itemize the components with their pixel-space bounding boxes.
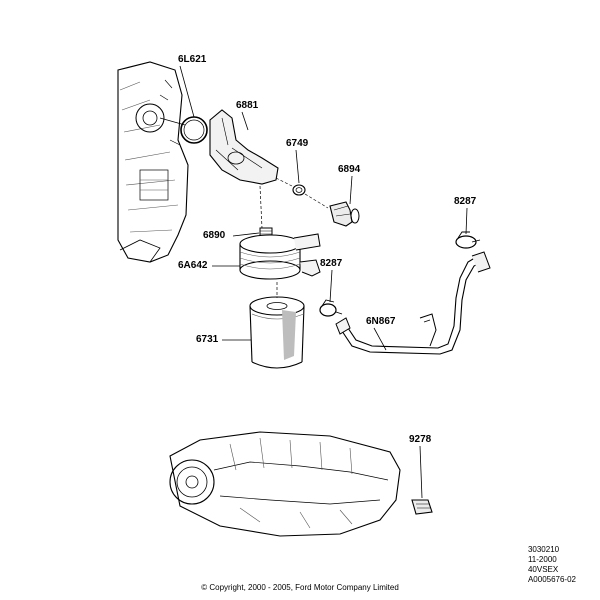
callout-6N867: 6N867	[366, 316, 396, 327]
doc-code: 3030210	[527, 545, 560, 554]
oil-filter-6731	[222, 282, 305, 369]
callout-9278: 9278	[409, 434, 432, 445]
engine-block-upper	[117, 61, 189, 263]
callout-6731: 6731	[196, 334, 219, 345]
hose-clamp-8287-upper	[455, 207, 481, 249]
callout-6890: 6890	[203, 230, 226, 241]
hose-clamp-8287-lower	[319, 269, 343, 317]
callout-6749: 6749	[286, 138, 309, 149]
callout-6A642: 6A642	[178, 260, 208, 271]
engine-block-lower	[169, 431, 401, 537]
oil-pressure-sensor-9278	[411, 445, 433, 515]
callout-8287-lower: 8287	[320, 258, 343, 269]
adapter-6894	[304, 175, 360, 227]
oil-cooler-housing-6881	[209, 109, 279, 229]
callout-6881: 6881	[236, 100, 259, 111]
o-ring-6L621	[179, 65, 208, 144]
callout-6L621: 6L621	[178, 54, 207, 65]
document-info-block: 3030210 11-2000 40VSEX A0005676-02	[528, 545, 576, 585]
washer-6749	[275, 149, 306, 196]
oil-cooler-6A642	[212, 233, 321, 280]
doc-model: 40VSEX	[527, 565, 559, 574]
copyright-notice: © Copyright, 2000 - 2005, Ford Motor Com…	[201, 583, 399, 592]
doc-date: 11-2000	[527, 555, 557, 564]
callout-8287-upper: 8287	[454, 196, 477, 207]
callout-6894: 6894	[338, 164, 361, 175]
oil-cooler-tube-6N867	[335, 251, 491, 355]
doc-ref: A0005676-02	[527, 575, 576, 584]
